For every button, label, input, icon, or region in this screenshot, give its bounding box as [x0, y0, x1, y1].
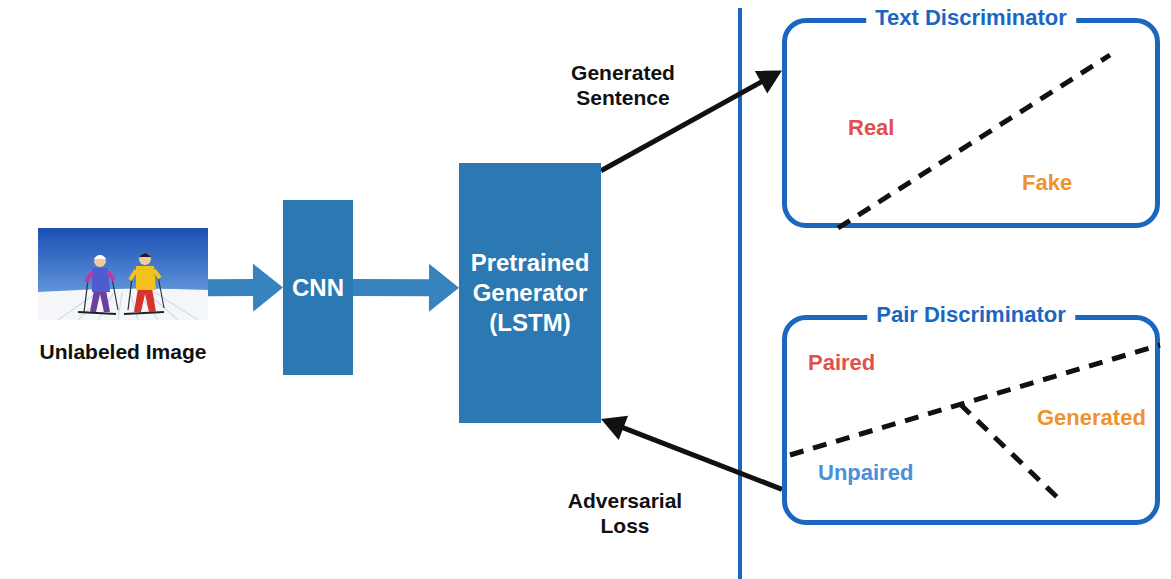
box-label: CNN	[292, 273, 344, 303]
arrow-shaft	[622, 427, 782, 489]
pole	[84, 280, 88, 312]
image-caption: Unlabeled Image	[40, 340, 207, 364]
dashed-boundary	[838, 55, 1110, 228]
snow	[38, 288, 208, 320]
arrow-connector	[353, 264, 459, 312]
arrow-head	[601, 416, 628, 440]
pole	[112, 278, 118, 310]
generator-box: Pretrained Generator (LSTM)	[459, 163, 601, 423]
box-title: Pair Discriminator	[867, 301, 1075, 330]
photo-illustration	[38, 228, 208, 320]
class-unpaired: Unpaired	[818, 460, 913, 486]
arrow-head	[755, 71, 782, 94]
input-image: Unlabeled Image	[38, 228, 208, 320]
class-fake: Fake	[1022, 170, 1072, 196]
arrow-connector	[601, 71, 782, 171]
skier-arms	[130, 270, 160, 280]
class-paired: Paired	[808, 350, 875, 376]
pole	[158, 276, 164, 308]
pole	[128, 278, 132, 310]
class-real: Real	[848, 115, 894, 141]
decision-boundary	[782, 18, 1160, 228]
skier-hat	[139, 253, 151, 257]
box-label: Pretrained Generator (LSTM)	[465, 248, 595, 338]
sky	[38, 228, 208, 320]
ski	[124, 312, 164, 314]
arrow-connector	[208, 264, 283, 312]
skier-legs	[90, 290, 110, 312]
skier-legs	[134, 288, 156, 312]
arrow-shaft	[208, 279, 255, 296]
skier-head	[94, 255, 106, 267]
skier-jacket	[92, 268, 110, 292]
edge-label: Adversarial Loss	[560, 488, 690, 538]
dashed-boundary	[790, 345, 1160, 455]
snow-groove	[118, 292, 122, 320]
arrow-shaft	[353, 279, 431, 296]
text-discriminator: Text DiscriminatorRealFake	[782, 18, 1160, 228]
skier-arms	[86, 272, 114, 282]
skier-head	[139, 253, 151, 265]
arrow-head	[429, 264, 459, 312]
cnn-box: CNN	[283, 200, 353, 375]
arrow-head	[253, 264, 283, 312]
edge-label: Generated Sentence	[558, 60, 688, 110]
class-generated: Generated	[1037, 405, 1146, 431]
skier-jacket	[136, 266, 156, 290]
arrow-connector	[601, 416, 782, 490]
pair-discriminator: Pair DiscriminatorPairedGeneratedUnpaire…	[782, 315, 1160, 525]
box-title: Text Discriminator	[866, 4, 1076, 33]
snow-groove	[154, 292, 198, 320]
ski	[78, 312, 116, 314]
skier-hat	[94, 255, 106, 259]
